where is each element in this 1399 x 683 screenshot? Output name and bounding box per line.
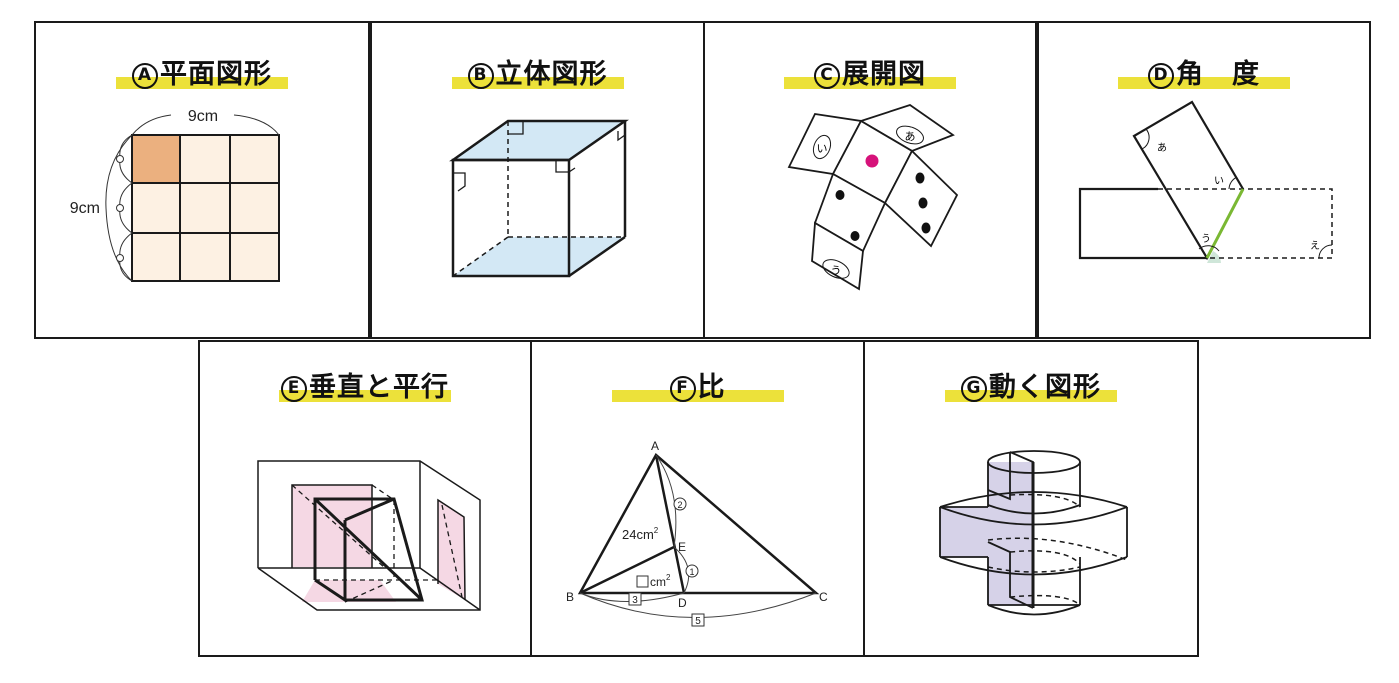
folded-paper-diagram: あ い う え [1078,100,1333,263]
title-text: 垂直と平行 [309,372,449,403]
ratio-1: 1 [689,567,694,577]
letter-badge: C [814,63,840,89]
title-text: 平面図形 [160,59,272,90]
letter-badge: F [669,376,696,402]
angle-i-label: い [1214,176,1224,187]
area-label-unknown: cm2 [650,573,671,589]
vertex-d: D [678,596,687,610]
vertex-c: C [819,590,828,604]
face-i-label: い [817,143,828,155]
letter-badge: A [132,63,158,89]
ratio-2: 2 [677,500,682,510]
letter-badge: D [1148,63,1174,89]
room-planes-diagram [257,460,481,611]
ratio-5: 5 [695,616,701,627]
cube-diagram [449,119,629,278]
title-text: 立体図形 [495,59,608,90]
height-label: 9cm [70,200,100,217]
angle-a-label: あ [1157,142,1167,154]
ratio-3: 3 [632,595,638,606]
cube-net-diagram: い あ う [787,104,959,291]
letter-badge: E [281,376,307,402]
vertex-a: A [651,439,659,453]
title-text: 角 度 [1176,59,1260,90]
area-label-24: 24cm2 [622,526,659,542]
face-a-label: あ [905,130,916,143]
width-label: 9cm [188,108,218,125]
title-text: 展開図 [842,59,926,90]
rotating-solid-diagram [939,450,1128,616]
grid-diagram: 9cm 9cm [70,108,280,282]
title-text: 比 [697,372,726,403]
vertex-e: E [678,540,686,554]
face-u-label: う [831,264,842,277]
title-text: 動く図形 [989,372,1101,403]
angle-e-label: え [1310,240,1320,252]
letter-badge: B [467,63,494,89]
angle-u-label: う [1201,233,1211,245]
letter-badge: G [961,376,987,402]
triangle-ratio-diagram: A B C D E 24cm2 cm2 2 1 3 5 [566,439,828,627]
vertex-b: B [566,590,574,604]
